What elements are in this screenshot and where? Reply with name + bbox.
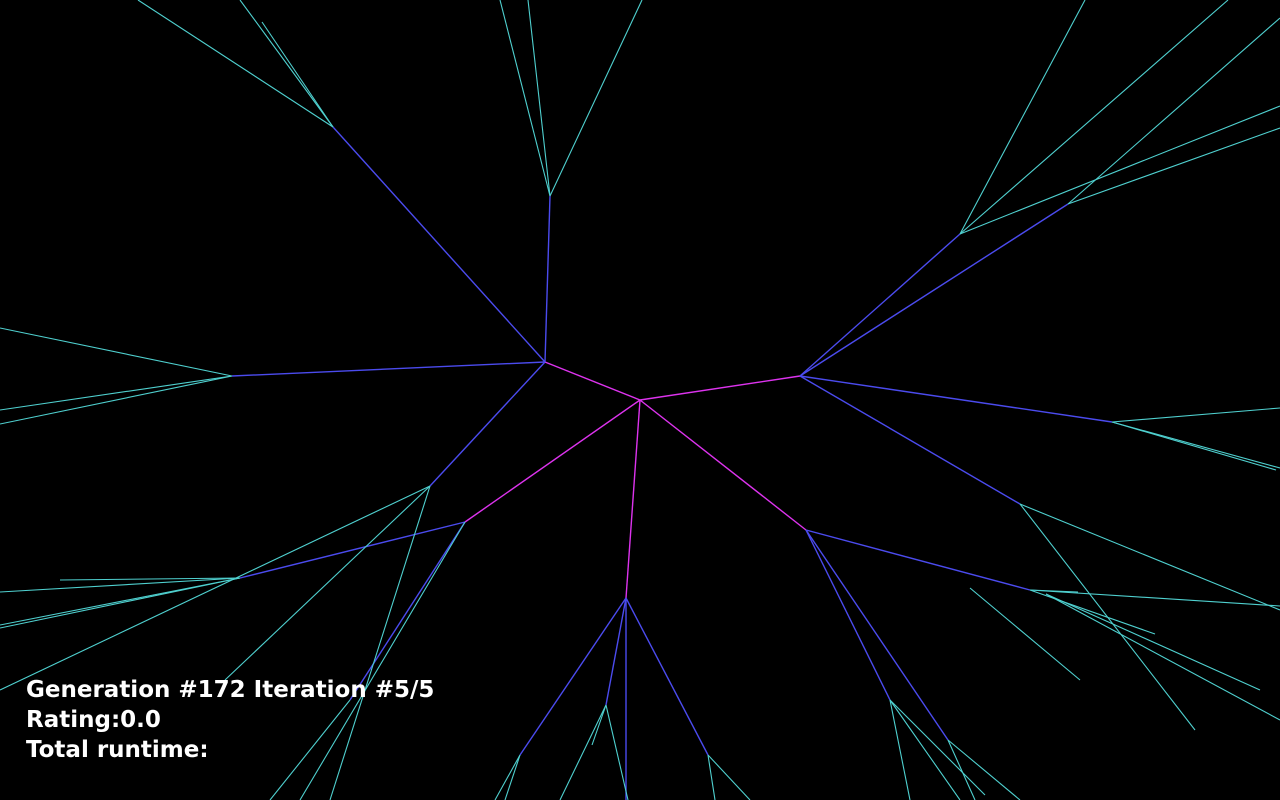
branch-segment-depth-3 — [224, 485, 431, 681]
branch-segment-depth-2 — [799, 203, 1069, 377]
branch-segment-depth-3 — [494, 754, 521, 800]
hud-overlay: Generation #172 Iteration #5/5 Rating:0.… — [26, 675, 434, 765]
branch-segment-depth-2 — [805, 529, 1031, 591]
branch-segment-depth-3 — [329, 485, 431, 800]
branch-segment-depth-3 — [299, 521, 466, 800]
branch-segment-depth-3 — [0, 327, 233, 377]
generation-label: Generation #172 Iteration #5/5 — [26, 677, 435, 703]
branch-segment-depth-3 — [0, 577, 241, 593]
branch-segment-depth-3 — [969, 587, 1081, 681]
branch-segment-depth-3 — [707, 754, 751, 800]
branch-segment-depth-3 — [549, 0, 643, 197]
branch-segment-depth-3 — [527, 0, 551, 197]
branch-segment-depth-2 — [239, 521, 466, 579]
branch-segment-depth-3 — [947, 739, 976, 800]
branch-segment-depth-1 — [639, 375, 801, 401]
branch-segment-depth-1 — [625, 399, 641, 599]
branch-segment-depth-3 — [889, 699, 911, 800]
branch-segment-depth-3 — [137, 0, 334, 128]
branch-segment-depth-3 — [1111, 421, 1277, 471]
branch-segment-depth-3 — [269, 699, 351, 800]
branch-segment-depth-3 — [1067, 17, 1280, 205]
branch-segment-depth-3 — [1045, 593, 1280, 721]
branch-segment-depth-2 — [429, 361, 546, 487]
branch-segment-depth-3 — [1067, 127, 1280, 205]
branch-segment-depth-2 — [349, 521, 466, 701]
branch-segment-depth-2 — [799, 375, 1113, 423]
branch-segment-depth-3 — [0, 485, 431, 691]
branch-segment-depth-2 — [805, 529, 949, 741]
branch-segment-depth-3 — [707, 754, 716, 800]
runtime-label: Total runtime: — [26, 737, 209, 763]
branch-segment-depth-2 — [231, 361, 546, 377]
branch-segment-depth-3 — [239, 0, 334, 128]
branch-segment-depth-3 — [959, 0, 1086, 235]
branch-segment-depth-3 — [261, 21, 334, 128]
branch-segment-depth-3 — [947, 739, 1021, 800]
branch-segment-depth-2 — [519, 597, 627, 756]
branch-segment-depth-3 — [1045, 593, 1261, 691]
branch-segment-depth-2 — [799, 233, 961, 377]
branch-segment-depth-3 — [59, 577, 241, 581]
branch-segment-depth-3 — [1111, 407, 1280, 423]
branch-segment-depth-2 — [805, 529, 891, 701]
branch-segment-depth-3 — [889, 699, 986, 796]
branch-segment-depth-3 — [591, 704, 607, 746]
branch-segment-depth-3 — [959, 0, 1229, 235]
branch-segment-depth-2 — [332, 126, 546, 363]
branch-segment-depth-3 — [0, 375, 233, 411]
branch-segment-depth-1 — [464, 399, 641, 523]
branch-segment-depth-3 — [1019, 503, 1280, 611]
branch-segment-depth-3 — [499, 0, 551, 197]
branch-segment-depth-3 — [605, 704, 629, 800]
branch-segment-depth-2 — [799, 375, 1021, 505]
branch-segment-depth-2 — [605, 597, 627, 706]
branch-segment-depth-3 — [959, 105, 1280, 235]
branch-segment-depth-2 — [544, 195, 551, 363]
branch-segment-depth-3 — [1029, 589, 1156, 635]
branch-segment-depth-3 — [0, 375, 233, 425]
branch-segment-depth-1 — [544, 361, 641, 401]
rating-label: Rating:0.0 — [26, 707, 161, 733]
branch-segment-depth-3 — [889, 699, 961, 800]
branch-segment-depth-1 — [639, 399, 807, 531]
branch-segment-depth-3 — [504, 754, 521, 800]
branch-segment-depth-3 — [1029, 589, 1280, 607]
branch-segment-depth-2 — [625, 597, 709, 756]
branch-segment-depth-3 — [559, 704, 607, 800]
branch-segment-depth-3 — [0, 577, 241, 629]
